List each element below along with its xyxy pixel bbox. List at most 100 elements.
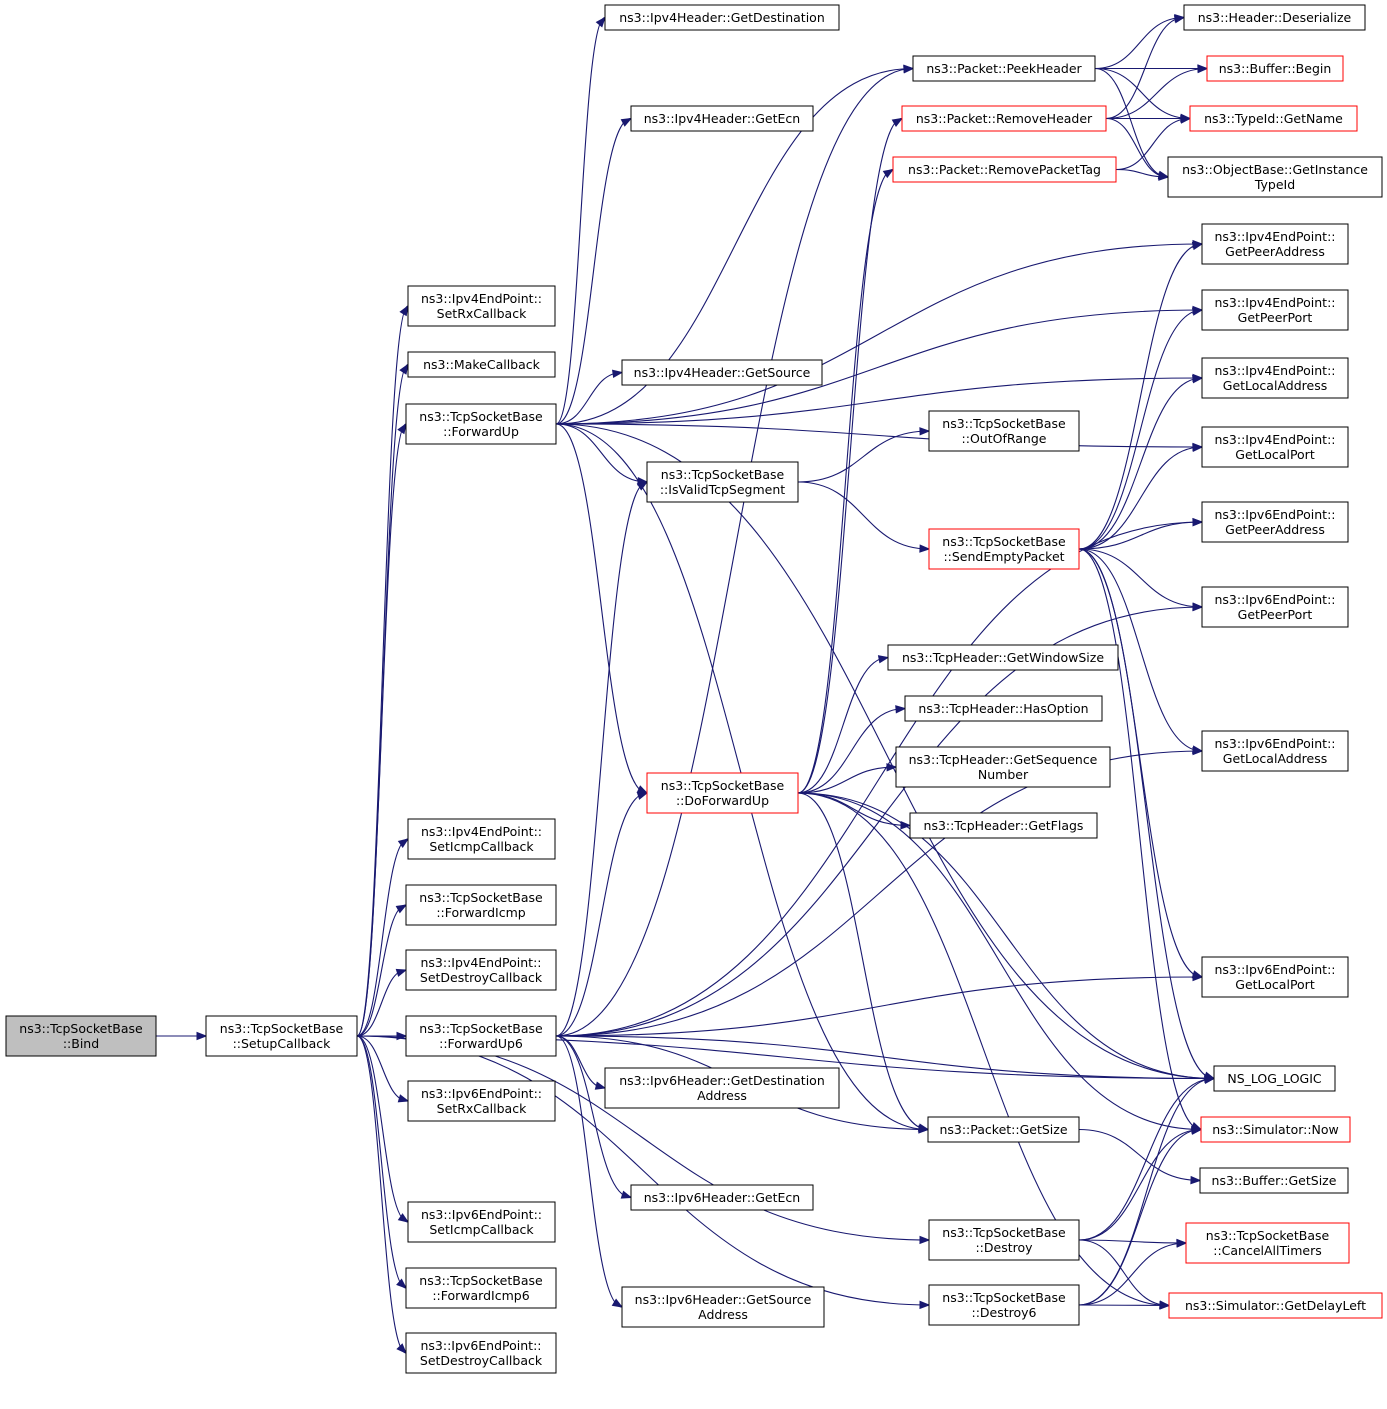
edge-fwdup6-to-ip6locport bbox=[555, 972, 1204, 1037]
edge-destroy-to-simnow bbox=[1078, 1126, 1203, 1241]
edge-line bbox=[1078, 446, 1203, 550]
node-label: ns3::TcpSocketBase bbox=[19, 1021, 143, 1036]
arrowhead bbox=[611, 1298, 624, 1308]
node-ip4peeraddr[interactable]: ns3::Ipv4EndPoint::GetPeerAddress bbox=[1201, 223, 1349, 265]
node-destroy[interactable]: ns3::TcpSocketBase::Destroy bbox=[928, 1219, 1080, 1261]
node-box bbox=[927, 1116, 1080, 1143]
node-ip4locport[interactable]: ns3::Ipv4EndPoint::GetLocalPort bbox=[1201, 426, 1349, 468]
node-pktsize[interactable]: ns3::Packet::GetSize bbox=[927, 1116, 1080, 1143]
node-setrx6[interactable]: ns3::Ipv6EndPoint::SetRxCallback bbox=[407, 1080, 556, 1122]
edge-destroy-to-delayleft bbox=[1078, 1239, 1171, 1309]
node-ip6peerport[interactable]: ns3::Ipv6EndPoint::GetPeerPort bbox=[1201, 586, 1349, 628]
edge-dofwd-to-removetag bbox=[797, 168, 895, 794]
node-getwin[interactable]: ns3::TcpHeader::GetWindowSize bbox=[887, 644, 1119, 671]
node-peekhdr[interactable]: ns3::Packet::PeekHeader bbox=[912, 55, 1096, 82]
node-ip4src[interactable]: ns3::Ipv4Header::GetSource bbox=[621, 359, 823, 386]
edge-line bbox=[555, 67, 914, 1037]
arrowhead bbox=[1191, 241, 1204, 251]
node-cancelall[interactable]: ns3::TcpSocketBase::CancelAllTimers bbox=[1185, 1222, 1350, 1264]
node-simnow[interactable]: ns3::Simulator::Now bbox=[1200, 1116, 1351, 1143]
node-makecb[interactable]: ns3::MakeCallback bbox=[407, 351, 556, 378]
node-ip4dst[interactable]: ns3::Ipv4Header::GetDestination bbox=[604, 4, 840, 31]
arrowhead bbox=[636, 785, 649, 794]
edge-line bbox=[1105, 67, 1208, 120]
node-box bbox=[895, 746, 1111, 788]
node-hasopt[interactable]: ns3::TcpHeader::HasOption bbox=[904, 695, 1103, 722]
node-setdestroy4[interactable]: ns3::Ipv4EndPoint::SetDestroyCallback bbox=[405, 949, 557, 991]
node-box bbox=[621, 1286, 825, 1328]
nodes-layer: ns3::TcpSocketBase::Bindns3::TcpSocketBa… bbox=[5, 4, 1383, 1374]
node-label: ns3::Ipv6Header::GetEcn bbox=[644, 1190, 800, 1205]
node-seticmp4[interactable]: ns3::Ipv4EndPoint::SetIcmpCallback bbox=[407, 818, 556, 860]
node-fwdicmp[interactable]: ns3::TcpSocketBase::ForwardIcmp bbox=[405, 884, 557, 926]
node-fwdup6[interactable]: ns3::TcpSocketBase::ForwardUp6 bbox=[405, 1015, 557, 1057]
edge-removehdr-to-deser bbox=[1105, 15, 1186, 120]
node-seticmp6[interactable]: ns3::Ipv6EndPoint::SetIcmpCallback bbox=[407, 1201, 556, 1243]
edge-dofwd-to-removehdr bbox=[797, 117, 904, 794]
edge-setupcb-to-seticmp4 bbox=[356, 838, 410, 1037]
node-box bbox=[405, 949, 557, 991]
node-destroy6[interactable]: ns3::TcpSocketBase::Destroy6 bbox=[928, 1284, 1080, 1326]
edge-line bbox=[356, 969, 407, 1037]
node-bufbegin[interactable]: ns3::Buffer::Begin bbox=[1206, 55, 1344, 82]
node-label: ns3::TcpHeader::GetFlags bbox=[924, 818, 1084, 833]
edge-sendempty-to-nslog bbox=[1078, 548, 1216, 1080]
node-box bbox=[1201, 357, 1349, 399]
node-ip6locport[interactable]: ns3::Ipv6EndPoint::GetLocalPort bbox=[1201, 956, 1349, 998]
node-fwdicmp6[interactable]: ns3::TcpSocketBase::ForwardIcmp6 bbox=[405, 1267, 557, 1309]
arrowhead bbox=[1180, 115, 1192, 124]
node-setrx4[interactable]: ns3::Ipv4EndPoint::SetRxCallback bbox=[407, 285, 556, 327]
arrowhead bbox=[1192, 602, 1204, 611]
edge-line bbox=[1078, 548, 1203, 608]
node-dofwd[interactable]: ns3::TcpSocketBase::DoForwardUp bbox=[646, 772, 799, 814]
node-getflags[interactable]: ns3::TcpHeader::GetFlags bbox=[909, 812, 1098, 839]
node-ip6ecn[interactable]: ns3::Ipv6Header::GetEcn bbox=[630, 1184, 814, 1211]
node-ip6locaddr[interactable]: ns3::Ipv6EndPoint::GetLocalAddress bbox=[1201, 730, 1349, 772]
arrowhead bbox=[612, 369, 624, 378]
node-box bbox=[407, 1201, 556, 1243]
node-label: ns3::Buffer::GetSize bbox=[1212, 1173, 1337, 1188]
node-label: ns3::Ipv6EndPoint:: bbox=[1215, 736, 1336, 751]
edge-isvalid-to-outofrange bbox=[797, 427, 931, 483]
node-label: ns3::Ipv6EndPoint:: bbox=[1215, 962, 1336, 977]
node-removehdr[interactable]: ns3::Packet::RemoveHeader bbox=[901, 105, 1107, 132]
node-label: GetLocalAddress bbox=[1223, 751, 1327, 766]
node-removetag[interactable]: ns3::Packet::RemovePacketTag bbox=[892, 156, 1117, 183]
node-ip4peerport[interactable]: ns3::Ipv4EndPoint::GetPeerPort bbox=[1201, 289, 1349, 331]
edge-dofwd-to-pktsize bbox=[797, 792, 930, 1132]
node-ip4locaddr[interactable]: ns3::Ipv4EndPoint::GetLocalAddress bbox=[1201, 357, 1349, 399]
edge-destroy6-to-simnow bbox=[1078, 1126, 1203, 1306]
node-sendempty[interactable]: ns3::TcpSocketBase::SendEmptyPacket bbox=[928, 528, 1080, 570]
node-outofrange[interactable]: ns3::TcpSocketBase::OutOfRange bbox=[928, 410, 1080, 452]
node-typename[interactable]: ns3::TypeId::GetName bbox=[1189, 105, 1358, 132]
node-setupcb[interactable]: ns3::TcpSocketBase::SetupCallback bbox=[205, 1015, 358, 1057]
node-isvalid[interactable]: ns3::TcpSocketBase::IsValidTcpSegment bbox=[646, 461, 799, 503]
node-fwdup[interactable]: ns3::TcpSocketBase::ForwardUp bbox=[405, 403, 557, 445]
node-delayleft[interactable]: ns3::Simulator::GetDelayLeft bbox=[1168, 1292, 1383, 1319]
node-setdestroy6[interactable]: ns3::Ipv6EndPoint::SetDestroyCallback bbox=[405, 1332, 557, 1374]
edge-line bbox=[1078, 1128, 1202, 1306]
node-label: ns3::TcpSocketBase bbox=[942, 1225, 1066, 1240]
edge-line bbox=[356, 838, 409, 1037]
node-bind[interactable]: ns3::TcpSocketBase::Bind bbox=[5, 1015, 157, 1057]
arrowhead bbox=[397, 422, 407, 435]
node-label: ::SendEmptyPacket bbox=[943, 549, 1064, 564]
node-box bbox=[407, 285, 556, 327]
node-ip6peeraddr[interactable]: ns3::Ipv6EndPoint::GetPeerAddress bbox=[1201, 501, 1349, 543]
node-deser[interactable]: ns3::Header::Deserialize bbox=[1183, 4, 1366, 31]
edge-line bbox=[555, 423, 648, 794]
node-box bbox=[1183, 4, 1366, 31]
node-box bbox=[205, 1015, 358, 1057]
node-box bbox=[1189, 105, 1358, 132]
node-nslog[interactable]: NS_LOG_LOGIC bbox=[1213, 1065, 1336, 1092]
node-ip4ecn[interactable]: ns3::Ipv4Header::GetEcn bbox=[630, 105, 814, 132]
node-bufsize[interactable]: ns3::Buffer::GetSize bbox=[1199, 1167, 1349, 1194]
node-label: GetLocalAddress bbox=[1223, 378, 1327, 393]
node-label: ns3::Packet::RemoveHeader bbox=[916, 111, 1093, 126]
edge-fwdup-to-ip4src bbox=[555, 369, 624, 425]
